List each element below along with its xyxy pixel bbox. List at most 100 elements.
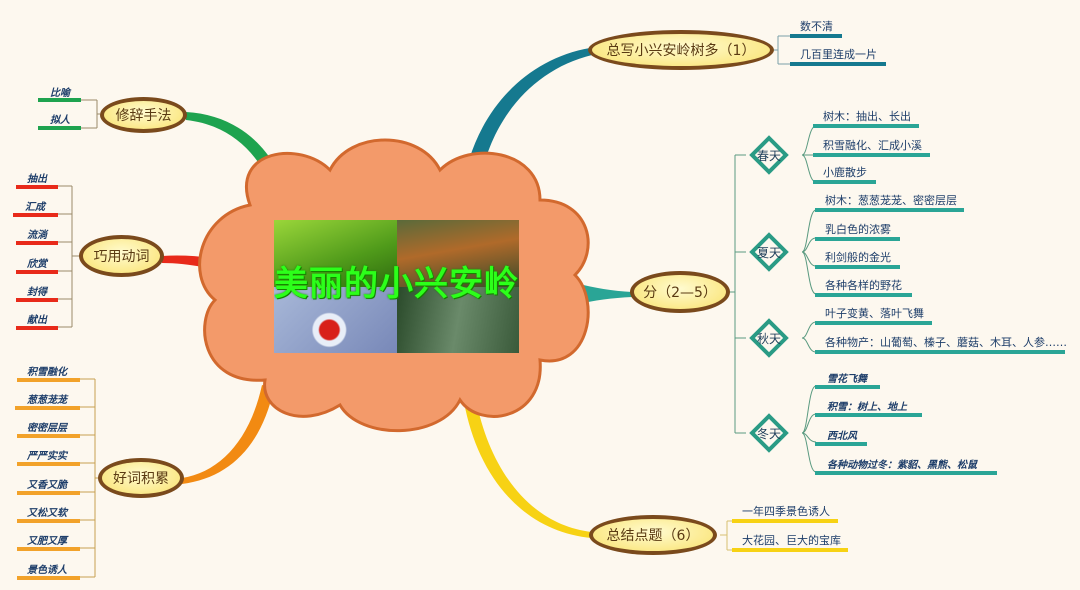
season-autumn-label: 秋天 (756, 331, 781, 346)
leaf-verbs-5: 献出 (27, 315, 47, 326)
season-summer[interactable]: 夏天 (749, 232, 789, 272)
leaf-underline (790, 62, 886, 66)
leaf-verbs-4: 封得 (27, 287, 47, 298)
leaf-spring-1: 积雪融化、汇成小溪 (823, 139, 922, 152)
leaf-rhetoric-0: 比喻 (50, 88, 70, 99)
node-rhetoric-label: 修辞手法 (115, 108, 172, 124)
spring-forest-image (274, 220, 397, 287)
branch-good-words (182, 385, 274, 484)
season-summer-label: 夏天 (756, 245, 781, 260)
autumn-forest-image (396, 220, 519, 287)
leaf-underline (815, 350, 1065, 354)
node-overview-label: 总写小兴安岭树多（1） (606, 43, 756, 59)
leaf-autumn-0: 叶子变黄、落叶飞舞 (825, 307, 924, 320)
season-autumn[interactable]: 秋天 (749, 318, 789, 358)
leaf-underline (16, 270, 58, 274)
leaf-underline (815, 413, 922, 417)
leaf-good-words-1: 葱葱茏茏 (27, 395, 67, 406)
leaf-summary-1: 大花园、巨大的宝库 (742, 534, 841, 547)
node-parts-label: 分（2—5） (643, 285, 717, 301)
node-good-words[interactable]: 好词积累 (98, 458, 184, 498)
node-parts[interactable]: 分（2—5） (630, 271, 730, 313)
leaf-underline (17, 462, 80, 466)
leaf-underline (16, 241, 58, 245)
leaf-underline (815, 471, 997, 475)
leaf-summer-2: 利剑般的金光 (825, 251, 891, 264)
leaf-underline (815, 293, 912, 297)
leaf-underline (813, 180, 876, 184)
good-words-connectors (80, 378, 98, 578)
leaf-summer-3: 各种各样的野花 (825, 279, 902, 292)
season-spring-label: 春天 (756, 148, 781, 163)
leaf-good-words-2: 密密层层 (27, 423, 67, 434)
leaf-underline (13, 213, 58, 217)
leaf-underline (815, 321, 932, 325)
leaf-underline (16, 298, 58, 302)
node-summary[interactable]: 总结点题（6） (589, 515, 717, 555)
season-winter-label: 冬天 (756, 426, 781, 441)
node-verbs[interactable]: 巧用动词 (79, 235, 164, 277)
leaf-underline (17, 378, 80, 382)
leaf-underline (16, 326, 58, 330)
leaf-winter-1: 积雪：树上、地上 (827, 402, 907, 413)
leaf-good-words-0: 积雪融化 (27, 367, 67, 378)
season-winter[interactable]: 冬天 (749, 413, 789, 453)
leaf-underline (732, 519, 838, 523)
winter-berries-image (274, 286, 397, 353)
central-image: 美丽的小兴安岭 (274, 220, 519, 353)
node-overview[interactable]: 总写小兴安岭树多（1） (588, 30, 774, 70)
map-title: 美丽的小兴安岭 (274, 264, 519, 304)
leaf-good-words-5: 又松又软 (27, 508, 67, 519)
leaf-verbs-2: 流淌 (27, 230, 47, 241)
leaf-underline (815, 265, 900, 269)
leaf-underline (15, 406, 80, 410)
leaf-underline (815, 208, 964, 212)
leaf-underline (813, 153, 930, 157)
summer-mist-image (396, 286, 519, 353)
node-good-words-label: 好词积累 (113, 471, 169, 487)
leaf-verbs-1: 汇成 (25, 202, 45, 213)
leaf-underline (815, 237, 900, 241)
leaf-summer-1: 乳白色的浓雾 (825, 223, 891, 236)
node-rhetoric[interactable]: 修辞手法 (100, 97, 187, 133)
verbs-connectors (58, 185, 82, 328)
leaf-winter-0: 雪花飞舞 (827, 374, 867, 385)
leaf-autumn-1: 各种物产：山葡萄、榛子、蘑菇、木耳、人参…… (825, 336, 1067, 349)
leaf-spring-0: 树木：抽出、长出 (823, 110, 911, 123)
leaf-underline (815, 385, 880, 389)
leaf-winter-2: 西北风 (827, 431, 857, 442)
leaf-underline (38, 126, 81, 130)
leaf-overview-0: 数不清 (800, 20, 833, 33)
leaf-underline (815, 442, 867, 446)
node-verbs-label: 巧用动词 (93, 249, 150, 265)
leaf-winter-3: 各种动物过冬：紫貂、黑熊、松鼠 (827, 460, 977, 471)
leaf-underline (17, 576, 80, 580)
branch-summary (464, 400, 592, 538)
leaf-good-words-6: 又肥又厚 (27, 536, 67, 547)
leaf-verbs-0: 抽出 (27, 174, 47, 185)
leaf-good-words-3: 严严实实 (27, 451, 67, 462)
leaf-good-words-4: 又香又脆 (27, 480, 67, 491)
overview-connectors (772, 35, 790, 65)
summary-connectors (720, 520, 738, 551)
leaf-rhetoric-1: 拟人 (50, 115, 70, 126)
leaf-underline (813, 124, 919, 128)
leaf-verbs-3: 欣赏 (27, 259, 47, 270)
branch-parts (575, 283, 632, 305)
leaf-overview-1: 几百里连成一片 (800, 48, 877, 61)
leaf-underline (17, 519, 80, 523)
leaf-good-words-7: 景色诱人 (27, 565, 67, 576)
leaf-underline (17, 547, 80, 551)
leaf-underline (17, 491, 80, 495)
leaf-spring-2: 小鹿散步 (823, 166, 867, 179)
season-spring[interactable]: 春天 (749, 135, 789, 175)
leaf-underline (38, 98, 81, 102)
rhetoric-connectors (80, 99, 100, 129)
node-summary-label: 总结点题（6） (606, 528, 700, 544)
leaf-underline (790, 34, 842, 38)
leaf-summary-0: 一年四季景色诱人 (742, 505, 830, 518)
leaf-underline (16, 185, 58, 189)
leaf-underline (17, 434, 80, 438)
leaf-underline (732, 548, 848, 552)
